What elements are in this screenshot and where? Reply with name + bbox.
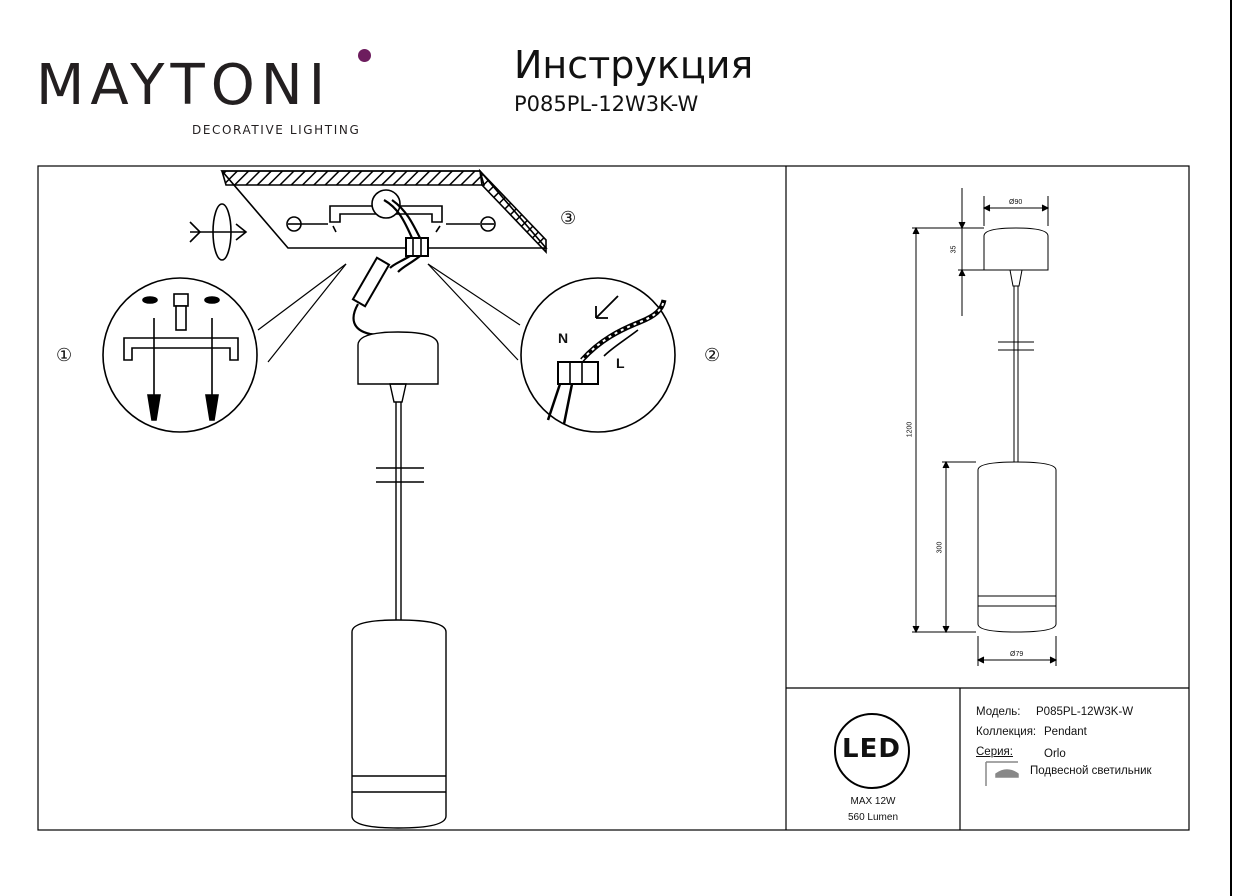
led-badge-circle: [834, 713, 910, 789]
brand-tagline: DECORATIVE LIGHTING: [192, 123, 361, 137]
dim-canopy-diameter: Ø90: [1009, 199, 1023, 206]
pendant-lamp-drawing: [351, 331, 447, 829]
step-number-2: ②: [704, 345, 721, 366]
dim-body-diameter: Ø79: [1010, 651, 1024, 658]
callout-leaders: [257, 263, 521, 363]
model-code-heading: P085PL-12W3K-W: [514, 92, 699, 116]
logo-dot-icon: [358, 49, 371, 62]
dimension-drawing: [912, 188, 1058, 666]
ceiling-plate: [220, 168, 548, 341]
dim-total-height: 1200: [906, 421, 914, 438]
led-badge-label: LED: [842, 734, 901, 764]
step-number-1: ①: [56, 345, 73, 366]
spec-type-value: Подвесной светильник: [1030, 765, 1152, 777]
led-power: MAX 12W: [850, 796, 896, 807]
led-lumen: 560 Lumen: [847, 812, 899, 823]
spec-collection-value: Pendant: [1044, 726, 1087, 738]
detail-callout-bracket: [102, 277, 258, 433]
wire-neutral-label: N: [558, 330, 569, 346]
spec-series-value: Orlo: [1044, 748, 1066, 760]
page-edge-line: [1230, 0, 1232, 896]
pendant-type-icon: [985, 761, 1019, 786]
dim-canopy-height: 35: [950, 245, 958, 254]
brand-logo: MAYTONI: [36, 53, 332, 118]
document-title: Инструкция: [514, 43, 754, 87]
rotation-arrow-icon: [189, 203, 248, 261]
spec-model-label: Модель:: [976, 706, 1021, 718]
detail-callout-wiring: [520, 277, 676, 433]
spec-collection-label: Коллекция:: [976, 726, 1037, 738]
step-number-3: ③: [560, 208, 577, 229]
spec-series-label: Серия:: [976, 746, 1013, 758]
spec-model-value: P085PL-12W3K-W: [1036, 706, 1134, 718]
dim-body-height: 300: [936, 541, 944, 554]
wire-live-label: L: [616, 355, 625, 371]
outer-frame: [37, 165, 1190, 831]
